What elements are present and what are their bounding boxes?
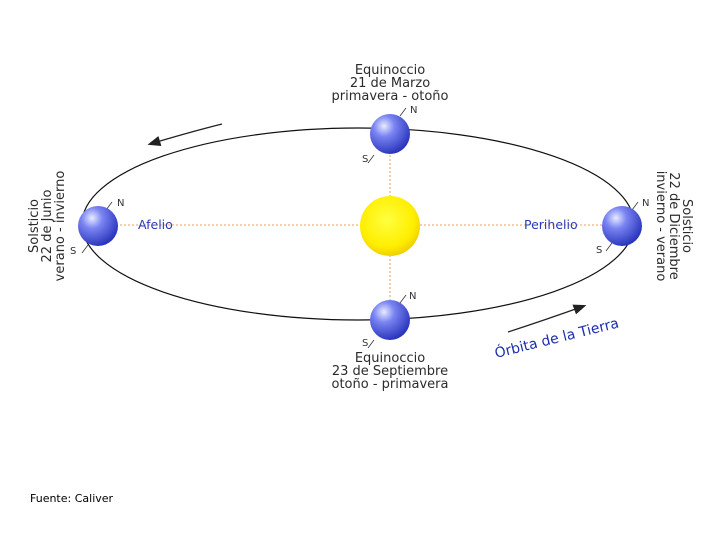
orbit-arrow-top xyxy=(147,123,223,146)
pole-north-label: N xyxy=(117,198,124,209)
september-equinox-seasons: otoño - primavera xyxy=(332,377,449,392)
perihelion-label: Perihelio xyxy=(524,217,578,232)
march-equinox-label: Equinoccio 21 de Marzo primavera - otoño xyxy=(332,63,449,104)
pole-north-label: N xyxy=(642,198,649,209)
pole-south-label: S xyxy=(70,246,76,257)
sun xyxy=(360,196,420,256)
september-equinox-label: Equinoccio 23 de Septiembre otoño - prim… xyxy=(332,351,449,392)
june-solstice-seasons: verano - invierno xyxy=(53,171,68,282)
december-solstice-date: 22 de Diciembre xyxy=(666,172,681,279)
september-equinox-title: Equinoccio xyxy=(355,351,425,366)
march-equinox-date: 21 de Marzo xyxy=(350,76,430,91)
march-equinox-title: Equinoccio xyxy=(355,63,425,78)
march-equinox-seasons: primavera - otoño xyxy=(332,89,449,104)
december-solstice-label: Solsticio 22 de Diciembre invierno - ver… xyxy=(653,171,694,282)
pole-north-label: N xyxy=(410,105,417,116)
source-caption: Fuente: Caliver xyxy=(30,492,114,505)
september-equinox-date: 23 de Septiembre xyxy=(332,364,448,379)
june-solstice-date: 22 de Junio xyxy=(40,189,55,262)
earth-june-solstice: N S xyxy=(70,198,124,257)
orbit-arrow-bottom xyxy=(507,304,587,333)
june-solstice-label: Solsticio 22 de Junio verano - invierno xyxy=(27,171,68,282)
june-solstice-title: Solsticio xyxy=(27,199,42,253)
pole-south-label: S xyxy=(362,338,368,349)
pole-south-label: S xyxy=(362,154,368,165)
orbit-label: Órbita de la Tierra xyxy=(493,314,621,362)
earth-march-equinox: N S xyxy=(362,105,417,165)
pole-north-label: N xyxy=(409,291,416,302)
pole-south-label: S xyxy=(596,245,602,256)
aphelion-label: Afelio xyxy=(138,217,173,232)
december-solstice-title: Solsticio xyxy=(679,199,694,253)
earth-september-equinox: N S xyxy=(362,291,416,349)
earth-december-solstice: N S xyxy=(596,198,649,256)
december-solstice-seasons: invierno - verano xyxy=(653,171,668,282)
